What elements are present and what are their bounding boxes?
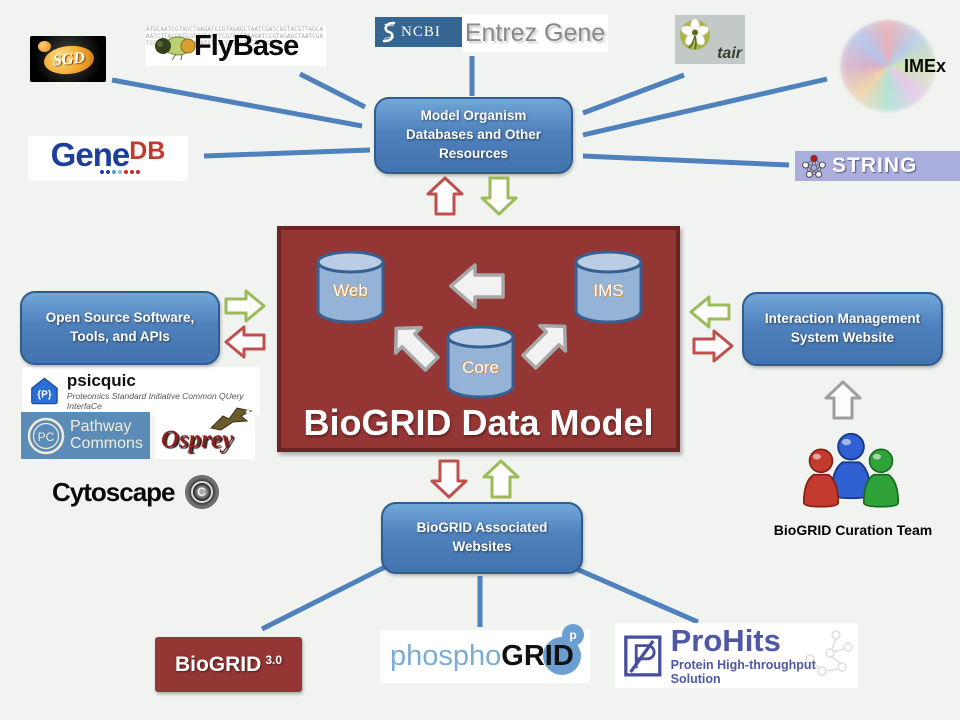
- genedb-gene-wordmark: Gene: [50, 136, 131, 173]
- tair-wordmark: tair: [717, 45, 742, 62]
- psicquic-subtitle: Proteomics Standard Initiative Common QU…: [66, 390, 244, 411]
- phosphogrid-suffix: GRID: [501, 640, 574, 672]
- psicquic-house-icon: {P}: [31, 377, 58, 405]
- biogrid3-version: 3.0: [265, 652, 282, 667]
- curation-team-caption: BioGRID Curation Team: [773, 522, 933, 538]
- svg-text:PC: PC: [38, 430, 55, 444]
- arrow-right-red: [692, 329, 734, 363]
- open-source-line-1: Open Source Software,: [45, 310, 195, 326]
- biogrid3-wordmark: BioGRID: [174, 652, 262, 676]
- associated-line-2: Websites: [452, 539, 512, 554]
- arrow-left-red: [224, 325, 266, 359]
- phosphogrid-logo: phospho GRID p: [380, 624, 590, 683]
- svg-text:{P}: {P}: [37, 389, 51, 400]
- osprey-bird-icon: [209, 407, 253, 431]
- string-logo: STRING: [795, 151, 960, 181]
- tair-flower-icon: [680, 18, 710, 50]
- open-source-line-2: Tools, and APIs: [70, 329, 170, 344]
- entrez-gene-logo: Entrez Gene: [462, 14, 608, 52]
- model-organism-line-1: Model Organism: [420, 108, 527, 124]
- prohits-molecule-decoration: [805, 630, 853, 676]
- string-wordmark: STRING: [832, 154, 918, 177]
- fly-icon: [155, 36, 196, 61]
- cytoscape-wordmark: Cytoscape: [52, 476, 175, 507]
- phosphogrid-p-badge: p: [562, 624, 584, 646]
- model-organism-line-3: Resources: [438, 145, 509, 161]
- dna-sequence-texture: ATGCAATCGTAGCTAAGATCCGTAGAGCTAATCGATCGGT…: [146, 26, 324, 47]
- flybase-logo: ATGCAATCGTAGCTAAGATCCGTAGAGCTAATCGATCGGT…: [146, 26, 326, 66]
- genedb-dots: [100, 170, 140, 174]
- ims-website-line-1: Interaction Management: [764, 311, 921, 327]
- arrow-up-red: [426, 176, 464, 216]
- cylinder-ims-label: IMS: [593, 281, 624, 300]
- central-flow-arrows: [393, 263, 568, 372]
- model-organism-line-2: Databases and Other: [405, 127, 542, 143]
- ncbi-wordmark: NCBI: [401, 23, 441, 40]
- arrow-left-green: [689, 295, 731, 329]
- arrow-core-left: [449, 263, 505, 309]
- ncbi-helix-icon: [382, 21, 396, 43]
- curation-team-figures: [794, 424, 908, 516]
- psicquic-wordmark: psicquic: [66, 370, 136, 390]
- imex-logo: IMEx: [834, 14, 948, 118]
- biogrid-3-logo: BioGRID 3.0: [155, 637, 302, 692]
- imex-burst-fade: [834, 14, 942, 118]
- osprey-wordmark: Osprey: [161, 426, 234, 453]
- ims-website-box: Interaction Management System Website: [742, 292, 943, 366]
- tair-logo: tair: [675, 15, 745, 64]
- genedb-logo: Gene DB: [28, 136, 188, 181]
- biogrid-data-model-box: Web IMS Core BioGRID Data Model: [277, 226, 680, 452]
- entrez-gene-wordmark: Entrez Gene: [464, 18, 606, 47]
- prohits-wordmark: ProHits: [670, 623, 781, 658]
- pathway-commons-logo: PC Pathway Commons: [21, 412, 150, 459]
- pawn-green: [862, 448, 900, 508]
- imex-wordmark: IMEx: [903, 56, 946, 76]
- cylinder-web-label: Web: [333, 281, 368, 300]
- arrow-core-to-ims: [521, 323, 568, 370]
- ims-website-line-2: System Website: [790, 330, 895, 345]
- genedb-db-wordmark: DB: [129, 137, 166, 165]
- pawn-red: [802, 448, 840, 508]
- arrow-up-green: [482, 459, 520, 499]
- pathway-commons-pc-icon: PC: [27, 417, 65, 454]
- prohits-logo: ProHits Protein High-throughput Solution: [615, 623, 858, 688]
- sgd-bud-shape: [38, 41, 51, 52]
- cylinder-core-label: Core: [462, 358, 499, 377]
- cylinder-core: Core: [444, 324, 517, 401]
- arrow-right-green: [224, 289, 266, 323]
- arrow-up-gray: [824, 380, 862, 420]
- psicquic-logo: {P} psicquic Proteomics Standard Initiat…: [22, 367, 260, 415]
- arrow-core-to-web: [393, 325, 440, 372]
- prohits-p-icon: [624, 634, 662, 677]
- arrow-down-green: [480, 176, 518, 216]
- ncbi-logo: NCBI: [375, 17, 464, 47]
- open-source-box: Open Source Software, Tools, and APIs: [20, 291, 220, 365]
- phosphogrid-prefix: phospho: [390, 640, 502, 672]
- cytoscape-logo: Cytoscape C: [52, 473, 222, 511]
- cylinder-ims: IMS: [572, 249, 645, 326]
- cylinder-web: Web: [314, 249, 387, 326]
- associated-line-1: BioGRID Associated: [416, 520, 548, 536]
- prohits-subtitle: Protein High-throughput Solution: [670, 658, 816, 686]
- osprey-logo: Osprey: [155, 404, 255, 459]
- sgd-logo: SGD: [30, 36, 106, 82]
- arrow-down-red: [430, 459, 468, 499]
- pathway-line-1: Pathway: [70, 417, 132, 435]
- string-network-icon: [802, 154, 826, 178]
- associated-websites-box: BioGRID Associated Websites: [381, 502, 583, 574]
- pathway-line-2: Commons: [70, 434, 143, 452]
- pawn-blue: [830, 432, 872, 500]
- cytoscape-disc-icon: C: [184, 475, 219, 509]
- central-title: BioGRID Data Model: [303, 402, 654, 443]
- model-organism-box: Model Organism Databases and Other Resou…: [374, 97, 573, 174]
- flybase-wordmark: FlyBase: [194, 30, 299, 62]
